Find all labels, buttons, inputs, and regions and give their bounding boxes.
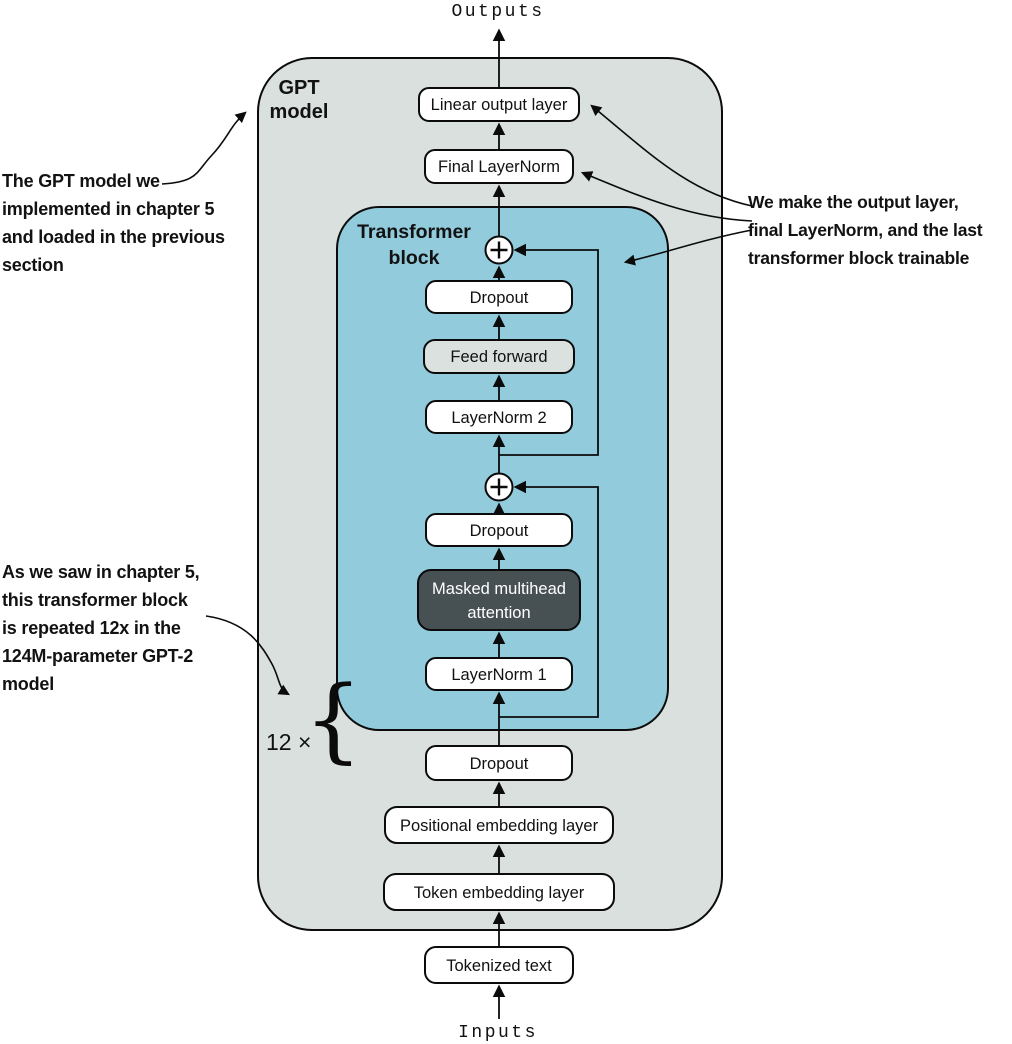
node-dropout-top-label: Dropout xyxy=(470,289,529,307)
repeat-count-label: 12 × xyxy=(266,729,311,755)
node-dropout-bottom-label: Dropout xyxy=(470,755,529,773)
node-layernorm-2 xyxy=(425,400,573,434)
node-dropout-bottom xyxy=(425,745,573,781)
transformer-block-label-line1: Transformer xyxy=(357,221,471,243)
annotation-gpt-model-note: The GPT model we implemented in chapter … xyxy=(2,171,225,275)
node-dropout-mid-label: Dropout xyxy=(470,522,529,540)
node-tokenized-text xyxy=(424,946,574,984)
gpt-model-label-line2: model xyxy=(270,101,329,123)
repeat-brace-glyph: { xyxy=(304,666,363,773)
annotation-arrow-trainable-to-linear xyxy=(590,104,753,207)
node-dropout-top xyxy=(425,280,573,314)
transformer-block-label-line2: block xyxy=(389,247,440,269)
annotation-repeat-note: As we saw in chapter 5, this transformer… xyxy=(2,562,200,694)
node-positional-embedding-label: Positional embedding layer xyxy=(400,817,599,835)
node-feed-forward-label: Feed forward xyxy=(450,348,547,366)
node-linear-output-layer xyxy=(418,87,580,122)
node-layernorm-1 xyxy=(425,657,573,691)
residual-add-icon-upper xyxy=(484,235,514,265)
annotation-trainable-note: We make the output layer, final LayerNor… xyxy=(748,192,983,268)
node-feed-forward xyxy=(423,339,575,374)
node-masked-attention xyxy=(417,569,581,631)
annotation-arrow-gpt-note xyxy=(161,111,247,185)
skip-connection-attention xyxy=(499,480,599,718)
node-tokenized-text-label: Tokenized text xyxy=(446,957,552,975)
gpt-model-label-line1: GPT xyxy=(278,77,319,99)
node-linear-output-layer-label: Linear output layer xyxy=(431,96,568,114)
node-dropout-mid xyxy=(425,513,573,547)
inputs-label: Inputs xyxy=(458,1023,538,1043)
annotation-arrow-trainable-to-final-layernorm xyxy=(580,171,753,222)
node-layernorm-2-label: LayerNorm 2 xyxy=(451,409,546,427)
outputs-label: Outputs xyxy=(451,2,544,22)
residual-add-icon-lower xyxy=(484,472,514,502)
annotation-arrow-trainable-to-transformer xyxy=(623,229,753,266)
node-final-layernorm-label: Final LayerNorm xyxy=(438,158,560,176)
node-positional-embedding xyxy=(384,806,614,844)
skip-connection-feedforward xyxy=(499,243,599,456)
node-masked-attention-label-line1: Masked multihead xyxy=(432,580,566,598)
node-final-layernorm xyxy=(424,149,574,184)
node-masked-attention-label-line2: attention xyxy=(467,604,530,622)
node-token-embedding-label: Token embedding layer xyxy=(414,884,585,902)
node-layernorm-1-label: LayerNorm 1 xyxy=(451,666,546,684)
annotation-arrow-repeat-note xyxy=(205,615,290,696)
node-token-embedding xyxy=(383,873,615,911)
